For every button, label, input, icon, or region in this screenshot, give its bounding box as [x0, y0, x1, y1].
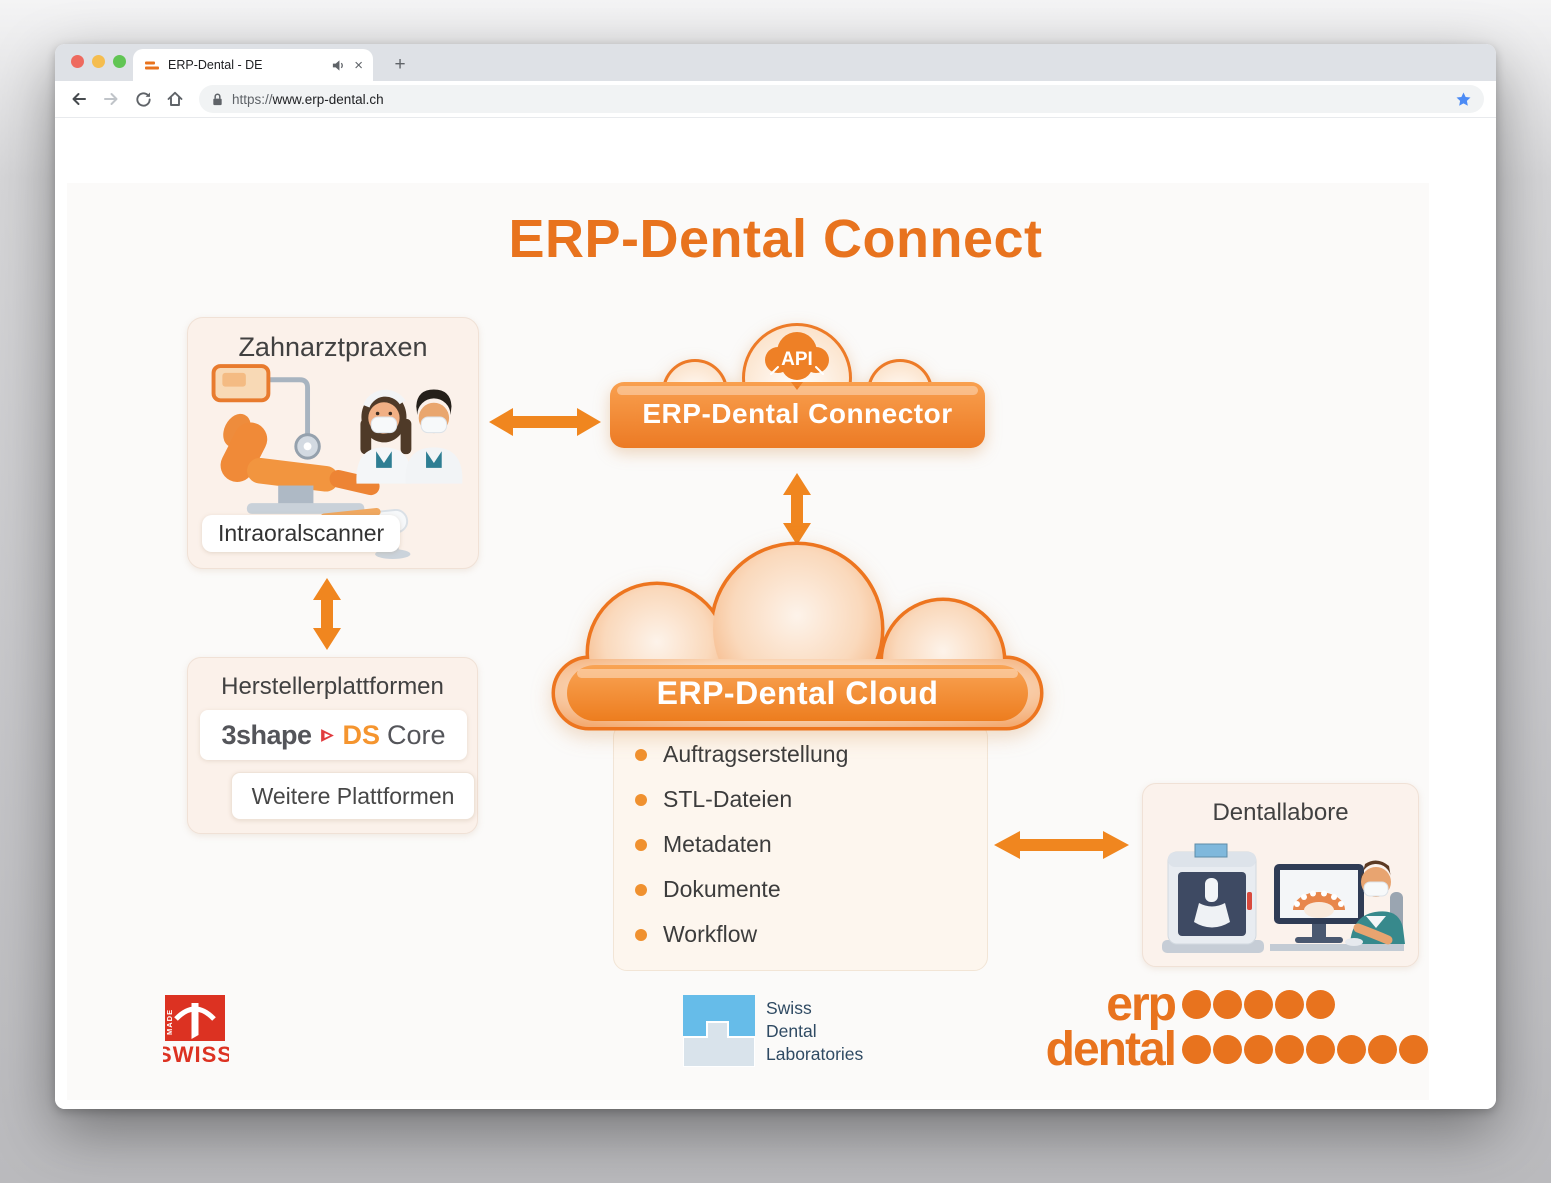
practices-box: Zahnarztpraxen [187, 317, 479, 569]
brand-ds: DS [342, 719, 381, 750]
list-item: STL-Dateien [614, 777, 987, 822]
browser-tab[interactable]: ERP-Dental - DE × [133, 49, 373, 81]
tab-title: ERP-Dental - DE [168, 58, 263, 72]
api-label: API [781, 349, 813, 370]
site-favicon [145, 61, 159, 69]
list-item: Dokumente [614, 867, 987, 912]
scanner-label: Intraoralscanner [202, 515, 401, 552]
sdl-line: Swiss [766, 997, 812, 1018]
api-badge: API [765, 332, 829, 390]
logo-dot [1182, 990, 1211, 1019]
list-item: Auftragserstellung [614, 732, 987, 777]
logo-dot [1182, 1035, 1211, 1064]
dental-lab-illustration [1162, 843, 1405, 953]
back-button[interactable] [67, 87, 91, 111]
erp-dots-row1 [1182, 990, 1335, 1019]
logo-dot [1337, 1035, 1366, 1064]
brand-card-3shape-dscore[interactable]: 3shape DS Core [200, 710, 467, 760]
logo-dot [1244, 1035, 1273, 1064]
logo-dot [1275, 1035, 1304, 1064]
manufacturers-title: Herstellerplattformen [221, 673, 444, 700]
erp-dental-logo: erp dental [1015, 977, 1428, 1076]
page-title: ERP-Dental Connect [508, 209, 1043, 269]
feature-label: Auftragserstellung [663, 741, 849, 767]
feature-label: Dokumente [663, 876, 781, 902]
logo-dot [1306, 990, 1335, 1019]
list-item: Metadaten [614, 822, 987, 867]
practices-title: Zahnarztpraxen [238, 332, 428, 362]
dental-word: dental [1045, 1022, 1177, 1076]
labs-box: Dentallabore [1142, 783, 1419, 967]
erp-logo-row: erp [1015, 977, 1428, 1031]
manufacturers-box: Herstellerplattformen 3shape DS Core Wei… [187, 657, 478, 834]
logo-dot [1306, 1035, 1335, 1064]
logo-dot [1213, 990, 1242, 1019]
url-host: www.erp-dental.ch [272, 91, 384, 107]
bookmark-star-icon[interactable] [1455, 91, 1472, 108]
swiss-dental-laboratories-logo: Swiss Dental Laboratories [683, 995, 863, 1067]
bullet-icon [635, 748, 647, 761]
browser-toolbar: https://www.erp-dental.ch [55, 81, 1496, 118]
bullet-icon [635, 838, 647, 851]
arrow-practices-manufacturers [313, 578, 341, 650]
tab-strip: ERP-Dental - DE × + [55, 44, 1496, 81]
cloud-label: ERP-Dental Cloud [656, 675, 939, 711]
connector-cloud: API [610, 323, 985, 448]
lock-icon [213, 92, 222, 105]
forward-button[interactable] [99, 87, 123, 111]
feature-label: STL-Dateien [663, 786, 793, 812]
3shape-triangle-icon [320, 728, 334, 742]
sdl-tooth-icon [683, 995, 755, 1067]
more-platforms-button[interactable]: Weitere Plattformen [231, 772, 475, 820]
address-bar[interactable]: https://www.erp-dental.ch [199, 85, 1484, 113]
browser-window: ERP-Dental - DE × + [55, 44, 1496, 1109]
erp-dots-row2 [1182, 1035, 1428, 1064]
url-scheme: https:// [232, 91, 273, 107]
home-button[interactable] [163, 87, 187, 111]
reload-button[interactable] [131, 87, 155, 111]
sdl-line: Dental [766, 1020, 817, 1041]
minimize-window-button[interactable] [92, 55, 105, 68]
feature-label: Workflow [663, 921, 758, 947]
tab-close-icon[interactable]: × [354, 56, 363, 74]
audio-playing-icon[interactable] [331, 58, 346, 73]
erp-word: erp [1106, 977, 1177, 1031]
page-content: ERP-Dental Connect Zahnarztpraxen [55, 118, 1496, 1109]
feature-label: Metadaten [663, 831, 772, 857]
sdl-line: Laboratories [766, 1043, 864, 1064]
swiss-word: SWISS [163, 1042, 229, 1067]
erp-logo-row: dental [1015, 1022, 1428, 1076]
sdl-text: Swiss Dental Laboratories [766, 997, 863, 1066]
url-text: https://www.erp-dental.ch [232, 92, 384, 107]
new-tab-button[interactable]: + [394, 54, 406, 75]
brand-core: Core [387, 719, 446, 750]
bullet-icon [635, 793, 647, 806]
window-controls [71, 55, 126, 68]
connector-label: ERP-Dental Connector [642, 398, 953, 429]
logo-dot [1399, 1035, 1428, 1064]
close-window-button[interactable] [71, 55, 84, 68]
cloud-features-list: Auftragserstellung STL-Dateien Metadaten… [614, 732, 987, 957]
logo-dot [1244, 990, 1273, 1019]
bullet-icon [635, 928, 647, 941]
arrow-practices-connector [489, 408, 601, 436]
arrow-cloud-labs [994, 831, 1129, 859]
zoom-window-button[interactable] [113, 55, 126, 68]
bullet-icon [635, 883, 647, 896]
cloud-features-box: Auftragserstellung STL-Dateien Metadaten… [613, 723, 988, 971]
logo-dot [1213, 1035, 1242, 1064]
logo-dot [1275, 990, 1304, 1019]
swiss-made-logo: MADE SWISS [157, 995, 232, 1072]
erp-dental-cloud [551, 541, 1044, 731]
brand-3shape: 3shape [221, 719, 312, 750]
logo-dot [1368, 1035, 1397, 1064]
swiss-made-vertical: MADE [165, 1009, 174, 1035]
labs-title: Dentallabore [1212, 799, 1349, 826]
list-item: Workflow [614, 912, 987, 957]
arrow-connector-cloud [783, 473, 811, 545]
